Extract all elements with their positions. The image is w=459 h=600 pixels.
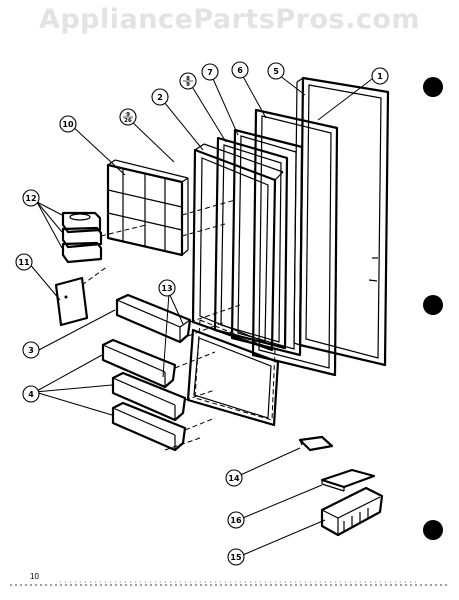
leader-lines [27,70,373,558]
part-small-tray [298,435,334,452]
svg-text:4: 4 [28,390,34,399]
callout-12: 12 [22,189,40,207]
callout-13: 13 [158,279,176,297]
callout-8-9: 8 9 [179,72,197,90]
callout-14: 14 [225,469,243,487]
callout-10: 10 [59,115,77,133]
callout-1: 1 [371,67,389,85]
callout-4: 4 [22,385,40,403]
callout-16: 16 [227,511,245,529]
part-door-gasket [251,108,339,377]
binder-hole-bottom [423,520,443,540]
part-breaker-strip [230,128,304,357]
svg-text:13: 13 [161,284,172,293]
callout-2: 2 [151,88,169,106]
callout-5: 5 [267,62,285,80]
part-door-bin-top [115,293,192,344]
binder-hole-middle [423,295,443,315]
svg-text:5: 5 [273,67,279,76]
svg-text:11: 11 [18,258,30,267]
svg-text:7: 7 [207,68,213,77]
callout-6: 6 [231,61,249,79]
svg-text:12: 12 [25,194,36,203]
svg-text:14: 14 [228,474,240,483]
callout-7: 7 [201,63,219,81]
svg-text:6: 6 [237,66,243,75]
svg-text:1: 1 [377,72,383,81]
part-door-bins-lower [101,338,187,452]
svg-text:9: 9 [126,112,130,118]
svg-text:10: 10 [62,120,74,129]
callout-11: 11 [15,253,33,271]
scan-bottom-edge [10,581,449,586]
part-liner-frame [213,136,289,350]
svg-text:16: 16 [230,516,242,525]
binder-hole-top [423,77,443,97]
svg-text:2: 2 [157,93,163,102]
svg-text:8: 8 [186,76,190,82]
part-stacked-bins [61,211,103,264]
svg-text:9: 9 [186,82,190,88]
page-number: 10 [30,572,39,581]
svg-text:15: 15 [230,553,242,562]
assembly-lines [81,199,241,451]
part-door-liner [191,143,284,352]
part-cover-plate [54,276,89,327]
svg-text:26: 26 [124,118,132,124]
part-dairy-box [320,486,384,537]
callout-3: 3 [22,341,40,359]
svg-text:3: 3 [28,346,34,355]
watermark: AppliancePartsPros.com [38,4,421,35]
callout-9-26: 9 26 [119,108,137,126]
callout-15: 15 [227,548,245,566]
part-shelf-rack [106,159,189,257]
part-lower-trim-frame [186,319,280,427]
part-flat-lid [320,468,376,492]
